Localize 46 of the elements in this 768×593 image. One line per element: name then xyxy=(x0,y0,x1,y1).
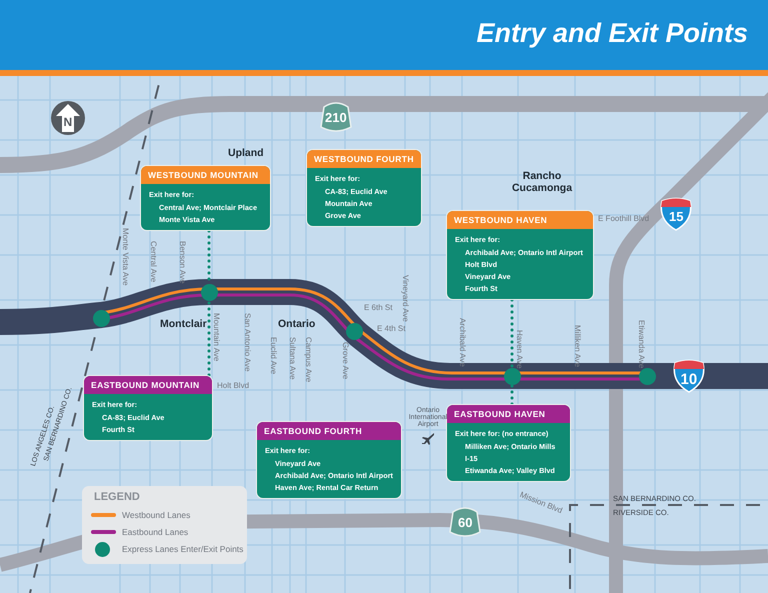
city-name: Montclair xyxy=(160,318,207,330)
legend-heading: LEGEND xyxy=(94,491,140,503)
street-name: Monte Vista Ave xyxy=(121,228,130,286)
street-name: Grove Ave xyxy=(341,342,350,380)
street-name: E Foothill Blvd xyxy=(598,214,650,223)
exit-info-card xyxy=(306,149,422,227)
street-name: E 6th St xyxy=(364,303,392,312)
legend-text: Westbound Lanes xyxy=(122,510,190,520)
route-number: 15 xyxy=(669,209,684,224)
street-name: Benson Ave xyxy=(178,241,187,284)
card-heading: WESTBOUND MOUNTAIN xyxy=(141,166,270,184)
card-heading: EASTBOUND FOURTH xyxy=(257,422,401,440)
street-name: Mountain Ave xyxy=(212,313,221,362)
street-name: Vineyard Ave xyxy=(401,275,410,322)
city-name: Rancho Cucamonga xyxy=(510,170,574,194)
legend-text: Eastbound Lanes xyxy=(122,527,188,537)
card-heading: WESTBOUND FOURTH xyxy=(307,150,421,168)
street-name: E 4th St xyxy=(377,324,406,333)
street-name: Sultana Ave xyxy=(288,337,297,380)
page-title: Entry and Exit Points xyxy=(476,18,748,49)
street-name: Milliken Ave xyxy=(573,325,582,368)
street-name: Archibald Ave xyxy=(458,318,467,367)
street-name: San Antonio Ave xyxy=(243,313,252,372)
street-name: Central Ave xyxy=(149,241,158,282)
exit-info-card xyxy=(446,404,571,482)
route-number: 60 xyxy=(458,515,472,530)
street-name: Haven Ave xyxy=(515,330,524,369)
card-heading: WESTBOUND HAVEN xyxy=(447,211,593,229)
route-number: 210 xyxy=(325,110,347,125)
street-name: Holt Blvd xyxy=(217,381,250,390)
exit-info-card xyxy=(256,421,402,499)
street-name: Etiwanda Ave xyxy=(637,320,646,368)
dotted-connector xyxy=(208,299,210,376)
route-number: 10 xyxy=(680,371,698,388)
legend-text: Express Lanes Enter/Exit Points xyxy=(122,544,244,554)
street-name: Euclid Ave xyxy=(269,337,278,374)
dotted-connector xyxy=(510,383,514,406)
exit-info-card xyxy=(446,210,594,300)
dotted-connector xyxy=(510,298,514,369)
city-name: Ontario xyxy=(278,318,316,330)
card-heading: EASTBOUND HAVEN xyxy=(447,405,570,423)
card-heading: EASTBOUND MOUNTAIN xyxy=(84,376,212,394)
exit-info-card xyxy=(83,375,213,441)
exit-info-card xyxy=(140,165,271,231)
compass-letter: N xyxy=(64,115,72,129)
street-name: Campus Ave xyxy=(304,337,313,382)
